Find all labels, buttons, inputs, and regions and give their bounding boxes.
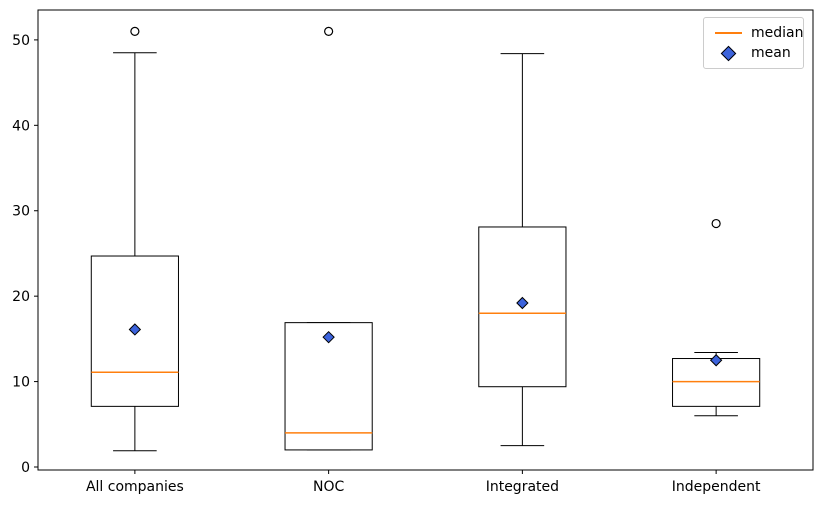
y-tick-label: 0 [21,460,30,476]
mean-marker-integrated [516,296,529,310]
x-tick-label-all-companies: All companies [86,479,184,495]
legend-item-mean: mean [712,43,795,63]
outlier-independent [711,218,721,229]
mean-diamond-swatch [712,45,744,61]
outlier-all-companies [130,26,140,36]
axes-frame [37,9,814,471]
x-tick-label-noc: NOC [313,479,344,495]
mean-marker-all-companies [128,323,142,336]
box-noc [284,322,373,451]
y-tick-label: 10 [12,375,30,391]
y-tick-label: 40 [12,118,30,134]
y-tick-label: 20 [12,289,30,305]
outlier-noc [324,26,334,36]
x-tick-label-integrated: Integrated [486,479,559,495]
mean-marker-noc [322,330,335,344]
legend-label-mean: mean [751,45,791,61]
legend-item-median: median [712,23,803,43]
legend-label-median: median [751,25,804,41]
x-tick-label-independent: Independent [672,479,761,495]
y-tick-label: 30 [12,204,30,220]
box-independent [672,358,761,407]
y-tick-label: 50 [12,33,30,49]
median-line-swatch [712,32,744,34]
mean-marker-independent [709,354,723,367]
legend: median mean [703,17,804,69]
